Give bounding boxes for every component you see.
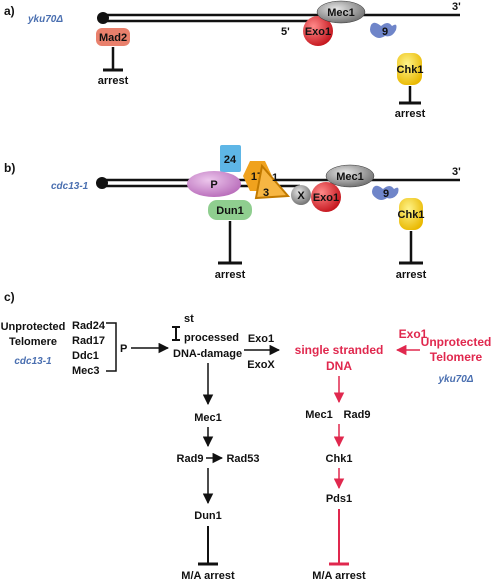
rad17-text: Rad17	[72, 335, 105, 347]
unprotected-left-2: Telomere	[9, 336, 57, 348]
unprotected-left-1: Unprotected	[1, 321, 66, 333]
mec1-left-text: Mec1	[194, 412, 222, 424]
mutant-left-c: cdc13-1	[14, 356, 52, 367]
unprotected-right-2: Telomere	[430, 350, 483, 364]
arrest-label-b-right: arrest	[396, 269, 427, 281]
exox-label: X	[297, 190, 305, 202]
exo1-right-text: Exo1	[399, 327, 428, 341]
panel-a-label: a)	[4, 4, 15, 18]
chk1-text: Chk1	[326, 453, 353, 465]
rad24-label: 24	[224, 154, 237, 166]
arrest-label-a-right: arrest	[395, 108, 426, 120]
panel-b-mutant: cdc13-1	[51, 181, 89, 192]
rad9-left-text: Rad9	[177, 453, 204, 465]
p-label: P	[210, 179, 217, 191]
ssdna-text-1: single stranded	[295, 343, 384, 357]
dun1-box	[208, 200, 252, 220]
st-superscript: st	[184, 313, 194, 325]
panel-b-label: b)	[4, 161, 15, 175]
mec1-label-b: Mec1	[336, 171, 364, 183]
mec1-right-text: Mec1	[305, 409, 333, 421]
exo1-sphere	[303, 16, 333, 46]
complex-bracket	[106, 322, 117, 372]
mec3-text: Mec3	[72, 365, 100, 377]
exox-text: ExoX	[247, 359, 275, 371]
p-complex-ellipse	[187, 171, 241, 197]
chk1-box	[397, 53, 422, 85]
panel-c-label: c)	[4, 290, 15, 304]
exox-sphere	[291, 185, 311, 205]
centromere-b	[96, 177, 108, 189]
mutant-right-c: yku70Δ	[437, 374, 473, 385]
panel-a-mutant: yku70Δ	[27, 14, 63, 25]
ma-arrest-right: M/A arrest	[312, 570, 366, 582]
arrest-label-a-left: arrest	[98, 75, 129, 87]
chk1-label: Chk1	[397, 64, 424, 76]
end-3-label-b: 3'	[452, 166, 461, 178]
exo1-mid-text: Exo1	[248, 333, 274, 345]
rad24-box	[220, 145, 241, 172]
nine-label-b: 9	[383, 188, 389, 200]
p-text: P	[120, 343, 127, 355]
mec3-label: 3	[263, 187, 269, 199]
mec1-label: Mec1	[327, 7, 355, 19]
arrest-label-b-left: arrest	[215, 269, 246, 281]
pds1-text: Pds1	[326, 493, 352, 505]
rad53-text: Rad53	[226, 453, 259, 465]
ma-arrest-left: M/A arrest	[181, 570, 235, 582]
dun1-text: Dun1	[194, 510, 222, 522]
ddc1-label: 1	[272, 172, 278, 184]
centromere	[97, 12, 109, 24]
mec1-ellipse	[316, 0, 366, 24]
end-5-label: 5'	[281, 26, 290, 38]
mad2-label: Mad2	[99, 32, 127, 44]
chk1-box-b	[399, 198, 423, 230]
exo1-label-b: Exo1	[313, 192, 339, 204]
ddc1-mec3-triangle	[254, 163, 291, 200]
mec1-ellipse-b	[325, 164, 375, 188]
processed-text: processed	[184, 332, 239, 344]
mad2-box	[96, 28, 130, 46]
dun1-label: Dun1	[216, 205, 244, 217]
exo1-sphere-b	[311, 182, 341, 212]
nine-clamp-shape-b	[372, 185, 399, 200]
end-3-label: 3'	[452, 1, 461, 13]
exo1-label: Exo1	[305, 26, 331, 38]
nine-clamp-shape	[370, 22, 397, 38]
ddc1-text: Ddc1	[72, 350, 99, 362]
rad24-text: Rad24	[72, 320, 106, 332]
nine-label: 9	[382, 26, 388, 38]
ssdna-text-2: DNA	[326, 359, 352, 373]
dna-damage-text: DNA-damage	[173, 348, 242, 360]
rad9-right-text: Rad9	[344, 409, 371, 421]
chk1-label-b: Chk1	[398, 209, 425, 221]
unprotected-right-1: Unprotected	[421, 335, 491, 349]
